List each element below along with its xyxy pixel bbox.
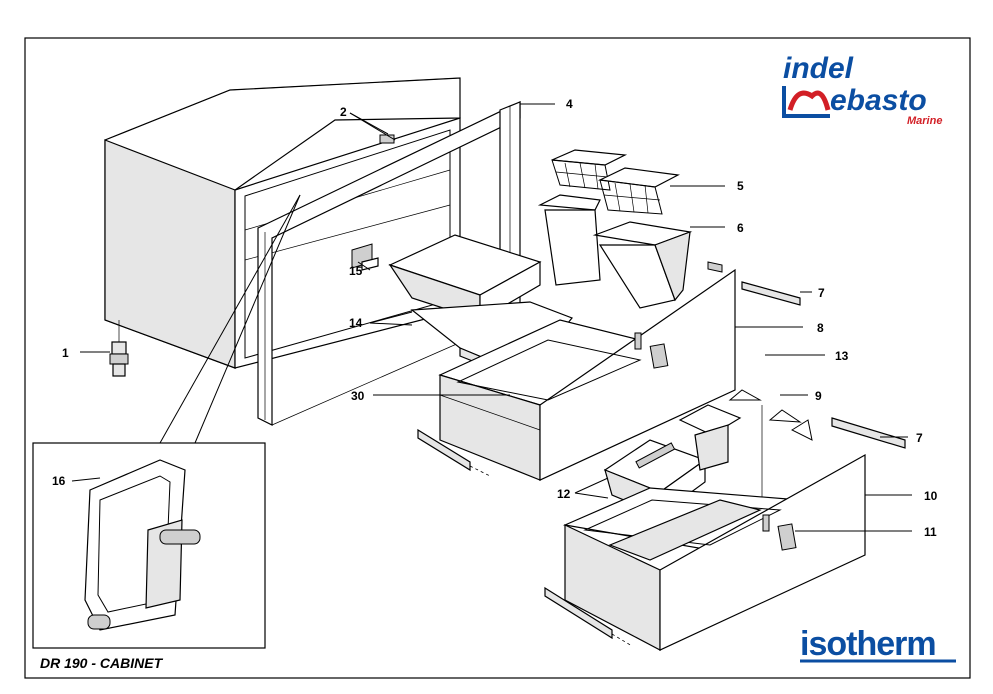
callout-1: 1 [62,346,69,360]
callout-8: 8 [817,321,824,335]
adjustable-foot [109,320,129,377]
dividers [728,389,813,500]
drawer-handle-8 [649,343,669,369]
callout-2: 2 [340,105,347,119]
marine-wordmark: Marine [907,115,942,127]
callout-10: 10 [924,489,938,503]
latch-piece-2 [379,134,395,144]
page-border [24,37,971,679]
isotherm-wordmark: isotherm [800,625,936,663]
isotherm-logo: isotherm [800,625,956,663]
storage-bins [537,194,693,309]
callout-6: 6 [737,221,744,235]
webasto-wordmark: ebasto [830,84,927,117]
callout-11: 11 [924,525,937,539]
callout-5: 5 [737,179,744,193]
wire-baskets [551,149,680,215]
indel-wordmark: indel [783,52,854,85]
callout-13: 13 [835,349,849,363]
drawer-rails [417,261,906,647]
drawer-handle-11 [777,523,797,551]
callout-16: 16 [52,474,66,488]
cabinet-body [104,77,461,369]
callout-14: 14 [349,316,363,330]
leader-lines [71,103,912,532]
diagram-title: DR 190 - CABINET [40,655,164,671]
callout-15: 15 [349,264,363,278]
upper-drawer [438,268,736,481]
callout-7b: 7 [916,431,923,445]
callout-12: 12 [557,487,571,501]
lower-drawer [562,453,866,651]
inset-detail [32,194,301,649]
callout-7a: 7 [818,286,825,300]
callout-9: 9 [815,389,822,403]
callout-30: 30 [351,389,365,403]
callout-labels: 1 2 4 5 6 7 7 8 9 10 11 12 13 14 15 16 3… [52,97,938,539]
callout-4: 4 [566,97,573,111]
indel-webasto-logo: indel ebasto Marine [782,52,942,127]
